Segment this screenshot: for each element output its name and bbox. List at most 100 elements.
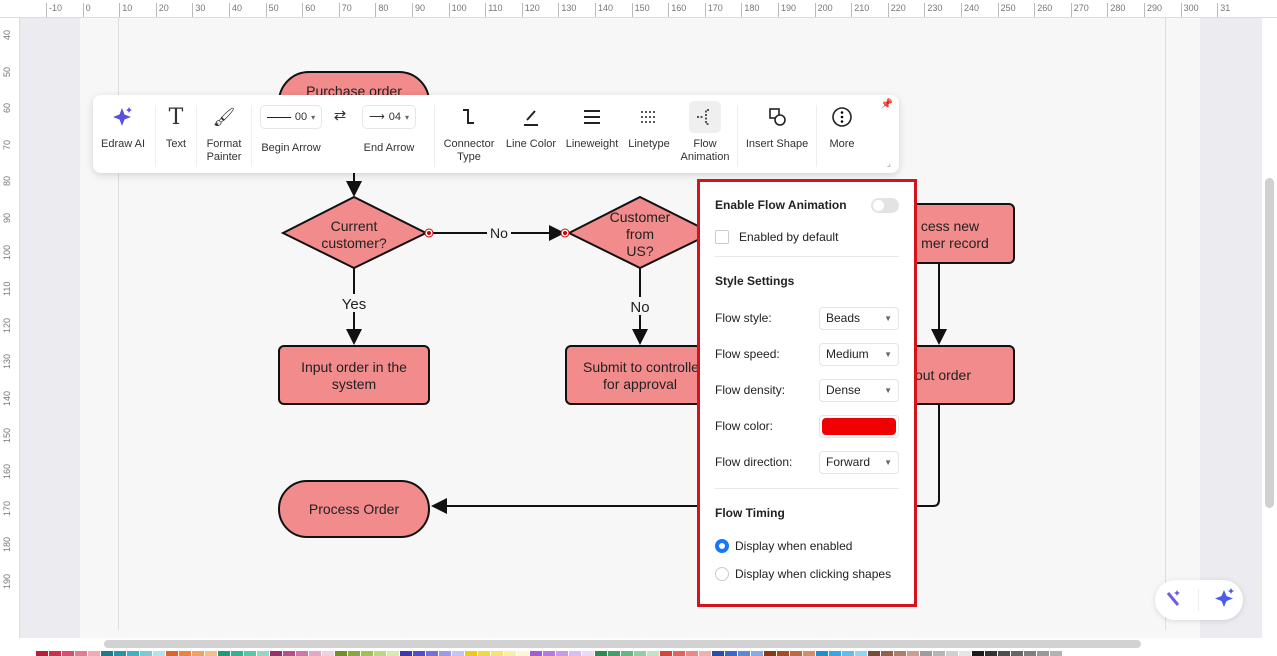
color-swatch[interactable] [1024,651,1036,656]
linetype-button[interactable]: Linetype [623,101,675,151]
color-swatch[interactable] [959,651,971,656]
color-swatch[interactable] [322,651,334,656]
color-swatch[interactable] [439,651,451,656]
color-swatch[interactable] [153,651,165,656]
color-swatch[interactable] [491,651,503,656]
enable-flow-animation-toggle[interactable] [871,197,899,213]
lineweight-button[interactable]: Lineweight [561,101,623,151]
color-swatch[interactable] [517,651,529,656]
color-swatch[interactable] [569,651,581,656]
color-swatch[interactable] [790,651,802,656]
begin-arrow-select[interactable]: 00▾Begin Arrow [254,101,328,155]
color-swatch[interactable] [595,651,607,656]
color-swatch[interactable] [179,651,191,656]
color-swatch[interactable] [621,651,633,656]
color-swatch[interactable] [218,651,230,656]
color-swatch[interactable] [543,651,555,656]
sparkle-icon[interactable] [1214,587,1236,614]
color-swatch[interactable] [296,651,308,656]
pin-icon[interactable]: 📌 [880,99,893,110]
color-swatch[interactable] [816,651,828,656]
color-swatch[interactable] [556,651,568,656]
color-swatch[interactable] [36,651,48,656]
color-swatch[interactable] [504,651,516,656]
color-swatch[interactable] [348,651,360,656]
color-swatch[interactable] [244,651,256,656]
flow-direction-select[interactable]: Forward▼ [819,450,899,474]
color-swatch[interactable] [335,651,347,656]
display-when-clicking-radio[interactable] [715,567,729,581]
color-swatch[interactable] [582,651,594,656]
color-swatch[interactable] [712,651,724,656]
color-swatch[interactable] [166,651,178,656]
color-swatch[interactable] [738,651,750,656]
swap-arrows-button[interactable]: ⇄ [328,101,352,123]
vertical-scrollbar[interactable] [1262,18,1277,638]
flow-style-select[interactable]: Beads▼ [819,306,899,330]
color-swatch[interactable] [270,651,282,656]
color-swatch[interactable] [803,651,815,656]
color-swatch[interactable] [413,651,425,656]
flow-speed-select[interactable]: Medium▼ [819,342,899,366]
color-swatch[interactable] [920,651,932,656]
color-swatch[interactable] [283,651,295,656]
color-swatch[interactable] [127,651,139,656]
flow-color-picker[interactable] [819,414,899,438]
enabled-by-default-checkbox[interactable] [715,230,729,244]
color-swatch[interactable] [75,651,87,656]
horizontal-scrollbar[interactable] [20,638,1277,648]
color-swatch[interactable] [400,651,412,656]
color-swatch[interactable] [868,651,880,656]
color-swatch[interactable] [1011,651,1023,656]
magic-wand-icon[interactable] [1163,588,1183,613]
color-swatch[interactable] [374,651,386,656]
color-swatch[interactable] [998,651,1010,656]
color-swatch[interactable] [777,651,789,656]
color-swatch[interactable] [426,651,438,656]
more-button[interactable]: More [819,101,865,151]
color-swatch[interactable] [764,651,776,656]
color-swatch[interactable] [114,651,126,656]
color-swatch[interactable] [205,651,217,656]
color-swatch[interactable] [751,651,763,656]
color-swatch[interactable] [530,651,542,656]
color-swatch[interactable] [608,651,620,656]
insert-shape-button[interactable]: Insert Shape [740,101,814,151]
color-swatch[interactable] [907,651,919,656]
color-swatch[interactable] [842,651,854,656]
color-swatch[interactable] [946,651,958,656]
color-swatch[interactable] [465,651,477,656]
color-swatch[interactable] [673,651,685,656]
color-swatch[interactable] [647,651,659,656]
color-swatch[interactable] [881,651,893,656]
color-swatch[interactable] [634,651,646,656]
color-swatch[interactable] [309,651,321,656]
color-swatch[interactable] [231,651,243,656]
color-swatch[interactable] [452,651,464,656]
color-swatch[interactable] [894,651,906,656]
color-swatch[interactable] [686,651,698,656]
color-swatch[interactable] [478,651,490,656]
color-swatch[interactable] [62,651,74,656]
color-swatch[interactable] [49,651,61,656]
resize-icon[interactable]: ⌟ [886,158,891,168]
color-swatch[interactable] [829,651,841,656]
color-swatch[interactable] [1037,651,1049,656]
color-swatch[interactable] [972,651,984,656]
color-swatch[interactable] [140,651,152,656]
edraw-ai-button[interactable]: Edraw AI [93,101,153,151]
color-swatch[interactable] [725,651,737,656]
flow-density-select[interactable]: Dense▼ [819,378,899,402]
color-swatch[interactable] [1050,651,1062,656]
color-swatch[interactable] [101,651,113,656]
color-swatch[interactable] [855,651,867,656]
line-color-button[interactable]: Line Color [501,101,561,151]
color-swatch[interactable] [387,651,399,656]
color-swatch[interactable] [985,651,997,656]
color-swatch[interactable] [660,651,672,656]
